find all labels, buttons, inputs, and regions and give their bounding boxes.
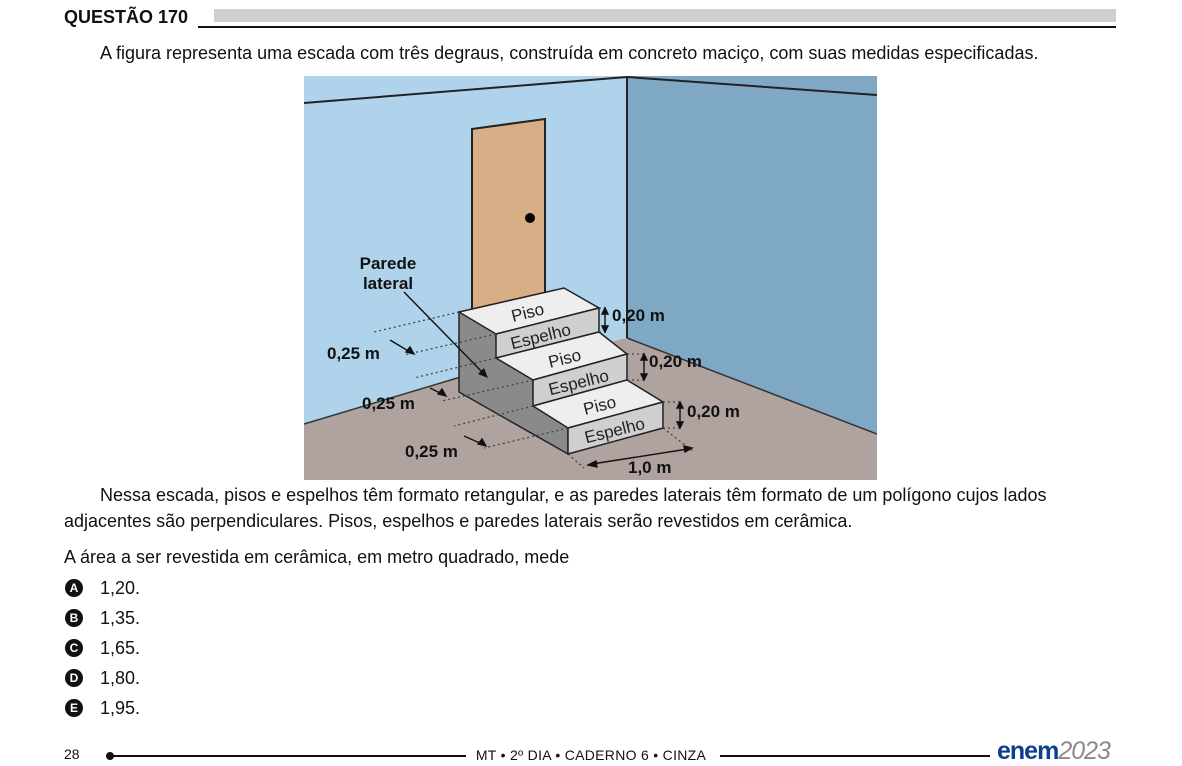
ceiling-edge-right	[626, 76, 878, 96]
question-prompt: A área a ser revestida em cerâmica, em m…	[64, 547, 570, 567]
option-letter-a: A	[65, 579, 83, 597]
option-letter-d: D	[65, 669, 83, 687]
option-value-e: 1,95.	[100, 698, 141, 718]
callout-line-2: lateral	[363, 274, 413, 293]
question-header: QUESTÃO 170	[64, 6, 1116, 28]
header-gray-bar	[214, 9, 1116, 22]
option-letter-b: B	[65, 609, 83, 627]
option-value-c: 1,65.	[100, 638, 141, 658]
depth-label-2: 0,25 m	[362, 394, 415, 413]
option-letter-c: C	[65, 639, 83, 657]
footer-dot	[106, 752, 114, 760]
question-intro: A figura representa uma escada com três …	[100, 43, 1039, 63]
callout-line-1: Parede	[360, 254, 417, 273]
enem-logo: enem2023	[997, 737, 1111, 766]
dimension-arrows	[389, 306, 694, 468]
width-label: 1,0 m	[628, 458, 671, 477]
height-label-3: 0,20 m	[687, 402, 740, 421]
depth-label-1: 0,25 m	[327, 344, 380, 363]
footer-rule-right	[720, 755, 990, 757]
page-footer: 28 MT • 2º DIA • CADERNO 6 • CINZA enem2…	[64, 737, 1116, 766]
floor-line-left	[303, 375, 465, 425]
option-value-b: 1,35.	[100, 608, 141, 628]
ceiling-edge-left	[303, 76, 628, 104]
height-label-2: 0,20 m	[649, 352, 702, 371]
door-knob-icon	[525, 213, 535, 223]
dimension-guides	[373, 307, 695, 469]
option-letter-e: E	[65, 699, 83, 717]
floor-line-right	[626, 337, 878, 435]
height-label-1: 0,20 m	[612, 306, 665, 325]
logo-year: 2023	[1058, 737, 1111, 765]
option-value-d: 1,80.	[100, 668, 141, 688]
callout-arrow-head	[478, 368, 488, 378]
option-value-a: 1,20.	[100, 578, 141, 598]
question-description: Nessa escada, pisos e espelhos têm forma…	[64, 485, 1047, 531]
staircase-figure: Piso Espelho Piso Espelho Piso Espelho	[303, 76, 878, 480]
footer-section: MT • 2º DIA • CADERNO 6 • CINZA	[466, 747, 716, 763]
callout-arrow	[403, 291, 485, 375]
depth-label-3: 0,25 m	[405, 442, 458, 461]
footer-rule-left	[112, 755, 504, 757]
header-rule	[64, 26, 1116, 28]
logo-word: enem	[997, 737, 1059, 765]
question-number: QUESTÃO 170	[64, 6, 199, 28]
page-number: 28	[64, 746, 80, 762]
